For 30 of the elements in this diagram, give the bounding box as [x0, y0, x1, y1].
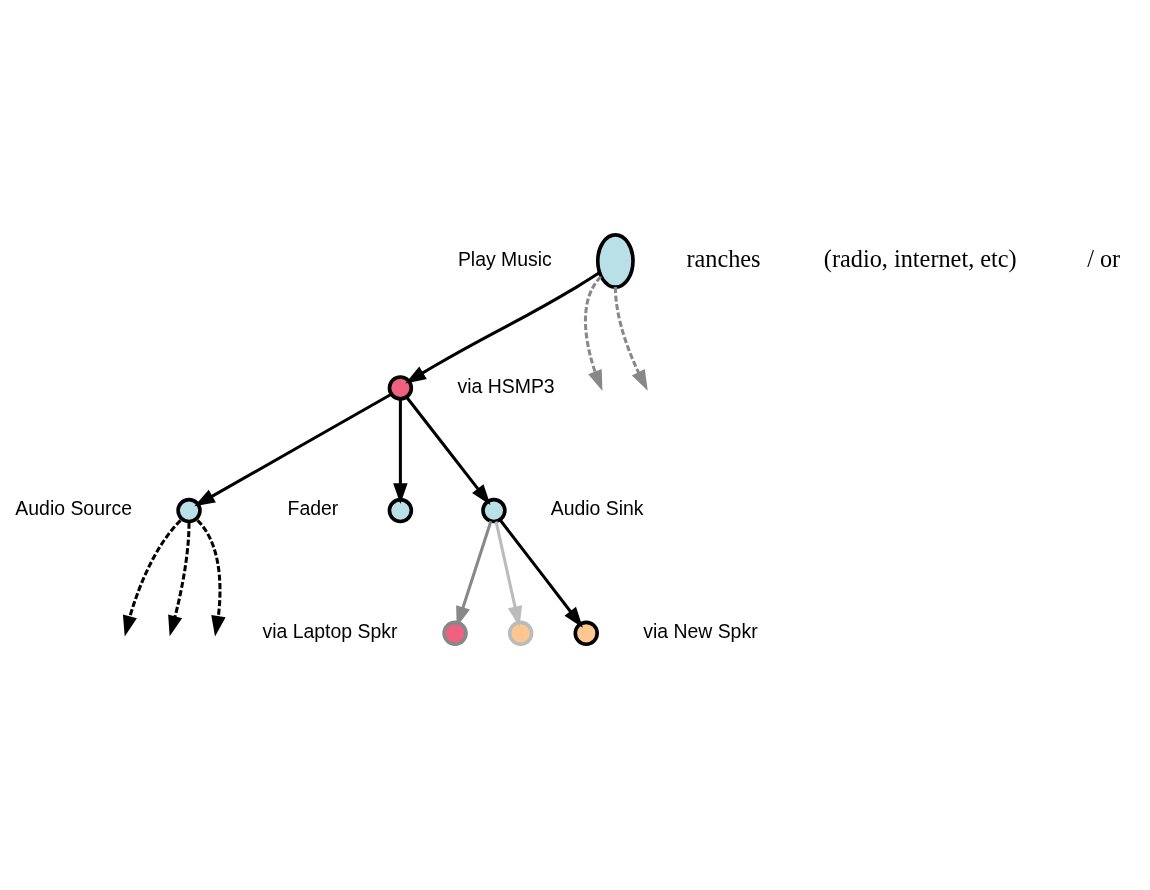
arrow	[122, 519, 182, 637]
arrow	[168, 522, 191, 637]
node-label: Audio Source	[15, 497, 132, 520]
node-circle	[481, 497, 507, 524]
node-label: Play Music	[457, 247, 552, 270]
node-label: via HSMP3	[457, 374, 555, 397]
node-circle	[573, 620, 599, 647]
node-label: via Laptop Spkr	[262, 619, 398, 642]
node-circle	[387, 497, 414, 524]
arrow	[613, 287, 648, 391]
node-circle	[387, 375, 414, 401]
arrow	[456, 520, 493, 628]
node-circle	[595, 233, 635, 289]
label: / or	[1087, 245, 1121, 273]
node-circle	[176, 497, 202, 524]
arrow	[498, 518, 583, 628]
arrow	[494, 521, 523, 627]
arrow	[196, 519, 226, 637]
label: (radio, internet, etc)	[823, 245, 1017, 273]
node-circle	[507, 620, 534, 647]
node-circle	[442, 620, 468, 647]
arrow	[405, 396, 491, 505]
node-label: via New Spkr	[643, 619, 758, 642]
label: ranches	[686, 245, 761, 273]
arrow	[405, 271, 601, 384]
arrow	[584, 275, 603, 391]
node-label: Audio Sink	[550, 497, 644, 520]
node-label: Fader	[287, 497, 339, 520]
arrow	[393, 398, 408, 504]
arrow	[194, 392, 393, 507]
